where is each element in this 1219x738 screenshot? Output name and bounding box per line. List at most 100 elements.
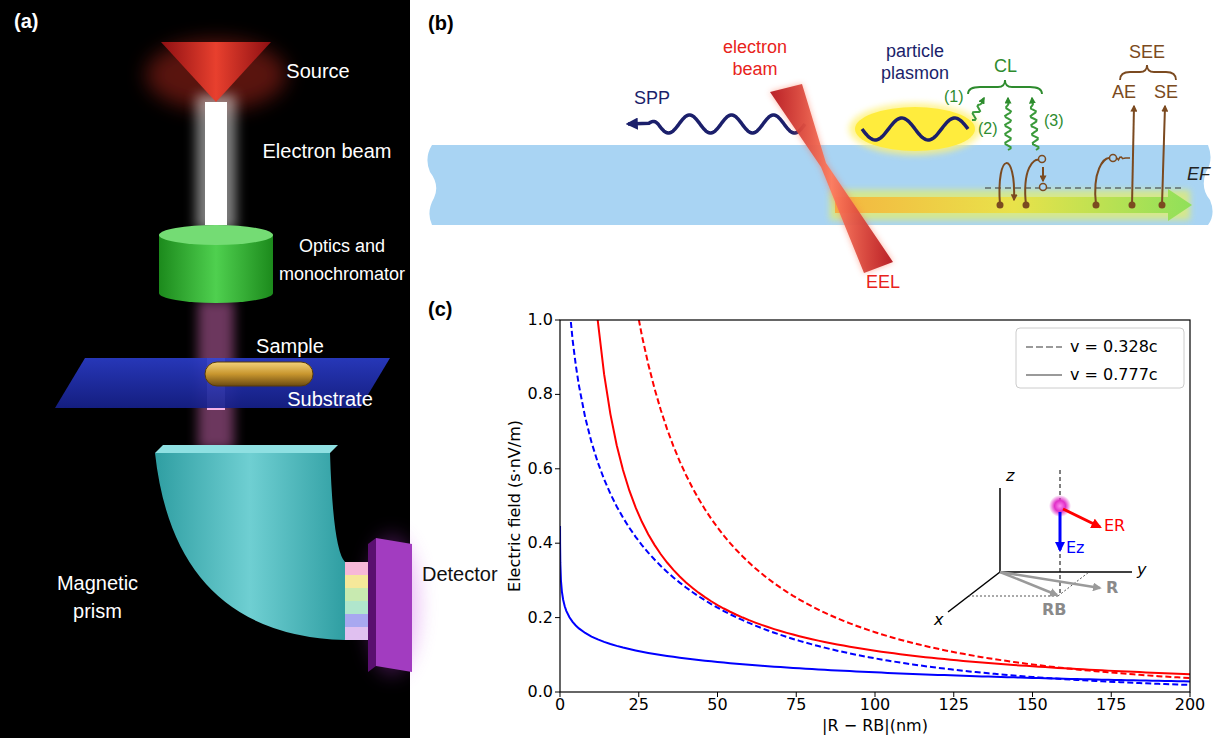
text-anchor: (3) — [1044, 112, 1064, 130]
text-anchor: 100 — [845, 697, 905, 713]
tick-label: 1.0 — [497, 312, 553, 328]
photon-wave — [972, 98, 984, 120]
legend-line-sample — [1026, 346, 1062, 348]
text-anchor: particle plasmon — [858, 40, 972, 84]
photon-wave — [1005, 98, 1011, 150]
gold-rod — [205, 362, 313, 386]
tick-label: 0.4 — [497, 535, 553, 551]
sample-rod: Sample — [205, 362, 313, 386]
text-anchor: CL — [994, 56, 1017, 77]
field-vector — [1063, 509, 1100, 527]
trajectory-line — [1060, 470, 1061, 596]
legend-line-sample — [1026, 374, 1062, 376]
beam-label: electron beam — [712, 36, 798, 80]
panel-letter: (b) — [428, 12, 454, 35]
tick-mark — [555, 394, 560, 395]
position-vector — [1000, 572, 1100, 588]
detector-plate: Detector — [368, 538, 412, 672]
source-cone — [161, 42, 271, 102]
component-label: Magnetic prism — [40, 569, 155, 625]
electron-dot — [1129, 202, 1136, 209]
legend-label: v = 0.328c — [1070, 337, 1158, 356]
detector-front — [376, 538, 412, 672]
text-anchor: 25 — [609, 697, 669, 713]
eel-label: EEL — [866, 272, 900, 293]
text-anchor: (c) — [428, 298, 452, 321]
tick-label: 175 — [1081, 697, 1141, 713]
plasmon-label: particle plasmon — [858, 40, 972, 84]
vector-label: ER — [1104, 516, 1125, 535]
tick-label: 50 — [688, 697, 748, 713]
text-anchor: 200 — [1160, 697, 1219, 713]
tick-label: 0.0 — [497, 684, 553, 700]
text-anchor: SEE — [1129, 42, 1165, 63]
tick-label: 0 — [530, 697, 590, 713]
axis-name: z — [1006, 466, 1014, 485]
text-anchor: 175 — [1081, 697, 1141, 713]
spp-wave — [628, 115, 805, 133]
tick-label: 150 — [1003, 697, 1063, 713]
text-anchor: AE — [1112, 82, 1136, 103]
hole-circle — [1040, 184, 1047, 191]
electron-transition — [999, 163, 1014, 205]
text-anchor: z — [1006, 466, 1014, 485]
vector-label: Ez — [1066, 538, 1085, 557]
text-anchor: Detector — [422, 563, 498, 586]
component-label: Electron beam — [247, 140, 407, 163]
tick-label: 125 — [924, 697, 984, 713]
photon-wave — [1031, 98, 1039, 150]
axis-name: x — [934, 610, 943, 629]
electron-beam-cone — [770, 84, 893, 273]
electron-beam-segment — [207, 408, 225, 445]
text-anchor: Magnetic prism — [40, 569, 155, 625]
text-anchor: Substrate — [280, 388, 380, 411]
detector-glow — [366, 535, 418, 675]
text-anchor: (b) — [428, 12, 454, 35]
text-anchor: 0 — [530, 697, 590, 713]
legend-box — [1016, 328, 1184, 388]
component-label: Source — [258, 60, 378, 83]
particle — [855, 107, 975, 151]
axis-label: |R − RB|(nm) — [775, 717, 975, 734]
text-anchor: (a) — [14, 10, 38, 33]
magnetic-prism: Magnetic prism — [155, 445, 350, 642]
text-anchor: v = 0.328c — [1070, 337, 1158, 356]
text-anchor: Source — [258, 60, 378, 83]
electron-dot — [1023, 202, 1030, 209]
electron-transition — [1025, 160, 1039, 205]
prism-top — [155, 445, 338, 453]
optics-column: Optics and monochromator — [159, 225, 273, 303]
tick-label: 25 — [609, 697, 669, 713]
field-curve — [560, 320, 1190, 678]
field-curve — [560, 320, 1190, 674]
text-anchor: EF — [1187, 164, 1210, 185]
detector-side — [368, 538, 376, 672]
text-anchor: EEL — [866, 272, 900, 293]
text-anchor: 1.0 — [497, 312, 553, 328]
ae-label: AE — [1112, 82, 1136, 103]
prism-body — [155, 453, 345, 640]
projection-line — [969, 596, 1058, 597]
plot-curves — [560, 320, 1190, 685]
component-label: Substrate — [280, 388, 380, 411]
plasmon-glow — [849, 103, 981, 155]
text-anchor: ER — [1104, 516, 1125, 535]
tick-mark — [555, 320, 560, 321]
panel-background — [0, 0, 410, 738]
component-label: Sample — [240, 335, 340, 358]
electron-transition — [1042, 167, 1044, 181]
text-anchor: y — [1137, 560, 1146, 579]
electron-source: Source — [161, 42, 271, 102]
tick-mark — [555, 692, 560, 693]
component-label: Detector — [422, 563, 498, 586]
text-anchor: Ez — [1066, 538, 1085, 557]
text-anchor: Sample — [240, 335, 340, 358]
sample-rod-shape — [205, 362, 313, 386]
beam-glow — [196, 95, 236, 230]
inset-axis — [999, 488, 1001, 572]
se-label: SE — [1154, 82, 1178, 103]
tick-mark — [555, 543, 560, 544]
field-curve — [560, 526, 1190, 681]
see-bracket — [1120, 65, 1176, 80]
callout-number: (1) — [944, 88, 964, 106]
